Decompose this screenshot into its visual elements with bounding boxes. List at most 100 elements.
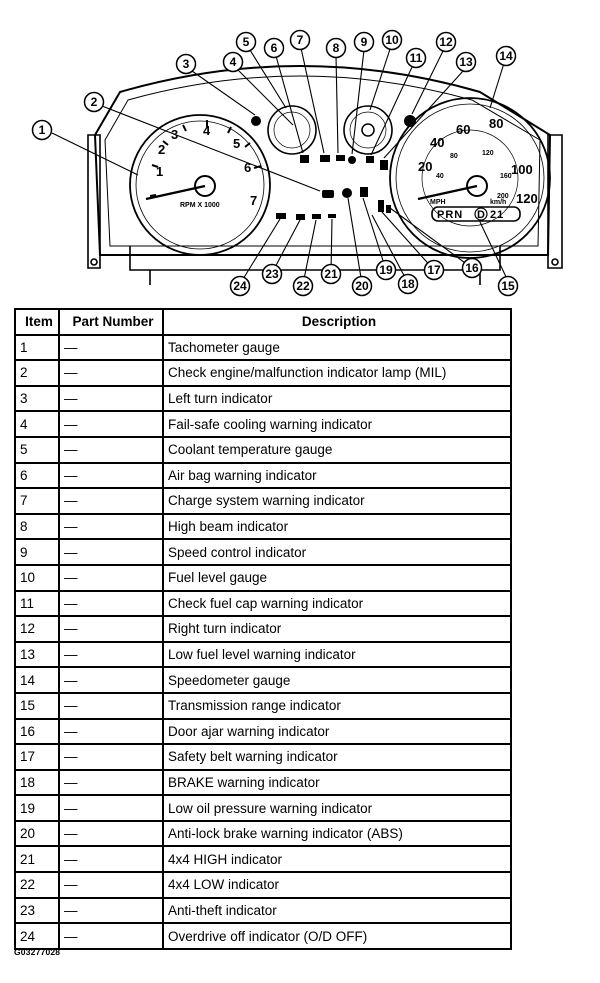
cell-description: 4x4 LOW indicator bbox=[162, 871, 512, 899]
table-row: 7—Charge system warning indicator bbox=[14, 487, 512, 515]
cell-part-number: — bbox=[58, 845, 164, 874]
cell-part-number: — bbox=[58, 384, 164, 413]
speedo-inner-number: 80 bbox=[450, 153, 458, 160]
tach-number: 5 bbox=[233, 136, 240, 151]
callout-number: 23 bbox=[265, 267, 279, 281]
cell-description: Safety belt warning indicator bbox=[162, 743, 512, 771]
speedo-number: 120 bbox=[516, 191, 538, 206]
low-fuel-icon bbox=[380, 160, 388, 170]
callout-number: 14 bbox=[499, 49, 513, 63]
tach-number: 7 bbox=[250, 193, 257, 208]
tach-number: 4 bbox=[203, 123, 211, 138]
cell-part-number: — bbox=[58, 819, 164, 848]
cell-item: 7 bbox=[14, 487, 60, 515]
column-header-item: Item bbox=[14, 308, 60, 336]
callout-7: 7 bbox=[289, 29, 311, 51]
callout-number: 11 bbox=[410, 51, 423, 65]
prnd-d: D bbox=[477, 209, 486, 221]
callout-number: 22 bbox=[296, 279, 310, 293]
cell-item: 4 bbox=[14, 410, 60, 438]
overdrive-off-icon bbox=[276, 213, 286, 219]
cell-description: Charge system warning indicator bbox=[162, 487, 512, 515]
callout-2: 2 bbox=[83, 91, 105, 113]
table-row: 21—4x4 HIGH indicator bbox=[14, 845, 512, 874]
cell-part-number: — bbox=[58, 768, 164, 797]
table-row: 5—Coolant temperature gauge bbox=[14, 435, 512, 464]
callout-number: 5 bbox=[243, 35, 250, 49]
cell-part-number: — bbox=[58, 871, 164, 899]
cell-item: 13 bbox=[14, 640, 60, 669]
table-row: 12—Right turn indicator bbox=[14, 615, 512, 643]
cell-part-number: — bbox=[58, 615, 164, 643]
speedo-number: 60 bbox=[456, 122, 470, 137]
cell-description: Fail-safe cooling warning indicator bbox=[162, 410, 512, 438]
callout-number: 8 bbox=[333, 41, 340, 55]
cell-description: Right turn indicator bbox=[162, 615, 512, 643]
callout-9: 9 bbox=[353, 31, 375, 53]
cell-item: 20 bbox=[14, 819, 60, 848]
cell-description: Transmission range indicator bbox=[162, 691, 512, 720]
callout-number: 13 bbox=[459, 55, 473, 69]
callout-number: 20 bbox=[355, 279, 369, 293]
cell-item: 14 bbox=[14, 666, 60, 694]
cell-description: Door ajar warning indicator bbox=[162, 717, 512, 746]
callout-3: 3 bbox=[175, 53, 197, 75]
callout-number: 17 bbox=[427, 263, 441, 277]
instrument-cluster-diagram: 1 2 3 4 5 6 7 RPM X 1000 20 40 60 80 100… bbox=[31, 29, 563, 297]
cell-description: BRAKE warning indicator bbox=[162, 768, 512, 797]
anti-theft-icon bbox=[296, 214, 305, 220]
cell-part-number: — bbox=[58, 717, 164, 746]
cell-item: 16 bbox=[14, 717, 60, 746]
callout-number: 3 bbox=[183, 57, 190, 71]
cell-part-number: — bbox=[58, 743, 164, 771]
callout-number: 6 bbox=[271, 41, 278, 55]
callout-number: 1 bbox=[39, 123, 46, 137]
tach-unit: RPM X 1000 bbox=[180, 202, 220, 209]
cell-item: 12 bbox=[14, 615, 60, 643]
callout-12: 12 bbox=[435, 31, 457, 53]
table-row: 11—Check fuel cap warning indicator bbox=[14, 589, 512, 618]
air-bag-icon bbox=[300, 155, 309, 163]
callout-18: 18 bbox=[397, 273, 419, 295]
tach-number: 1 bbox=[156, 164, 163, 179]
cell-part-number: — bbox=[58, 333, 164, 362]
callout-number: 24 bbox=[233, 279, 247, 293]
check-engine-icon bbox=[322, 190, 334, 198]
cell-part-number: — bbox=[58, 896, 164, 925]
table-row: 15—Transmission range indicator bbox=[14, 691, 512, 720]
cell-description: Anti-theft indicator bbox=[162, 896, 512, 925]
cell-item: 10 bbox=[14, 563, 60, 592]
cell-description: Overdrive off indicator (O/D OFF) bbox=[162, 922, 512, 950]
table-row: 6—Air bag warning indicator bbox=[14, 461, 512, 490]
speedo-unit-kmh: km/h bbox=[490, 199, 506, 206]
callout-22: 22 bbox=[292, 275, 314, 297]
table-row: 13—Low fuel level warning indicator bbox=[14, 640, 512, 669]
callout-19: 19 bbox=[375, 259, 397, 281]
door-ajar-icon bbox=[386, 205, 391, 213]
callout-number: 2 bbox=[91, 95, 98, 109]
cell-description: Anti-lock brake warning indicator (ABS) bbox=[162, 819, 512, 848]
cell-description: Coolant temperature gauge bbox=[162, 435, 512, 464]
cell-description: Low fuel level warning indicator bbox=[162, 640, 512, 669]
table-row: 14—Speedometer gauge bbox=[14, 666, 512, 694]
cell-part-number: — bbox=[58, 589, 164, 618]
4x4-high-icon bbox=[328, 214, 336, 218]
speedo-number: 80 bbox=[489, 116, 503, 131]
callout-11: 11 bbox=[405, 47, 427, 69]
column-header-part-number: Part Number bbox=[58, 308, 164, 336]
callout-number: 4 bbox=[230, 55, 237, 69]
cell-description: Left turn indicator bbox=[162, 384, 512, 413]
speedo-number: 100 bbox=[511, 162, 533, 177]
prnd-tail: 21 bbox=[490, 209, 504, 221]
callout-17: 17 bbox=[423, 259, 445, 281]
cell-item: 21 bbox=[14, 845, 60, 874]
callout-number: 19 bbox=[379, 263, 393, 277]
callout-5: 5 bbox=[235, 31, 257, 53]
cell-description: Check engine/malfunction indicator lamp … bbox=[162, 359, 512, 387]
right-turn-icon bbox=[404, 115, 416, 127]
callout-8: 8 bbox=[325, 37, 347, 59]
fuel-cap-icon bbox=[366, 156, 374, 163]
cell-item: 6 bbox=[14, 461, 60, 490]
abs-icon bbox=[342, 188, 352, 198]
cell-part-number: — bbox=[58, 563, 164, 592]
